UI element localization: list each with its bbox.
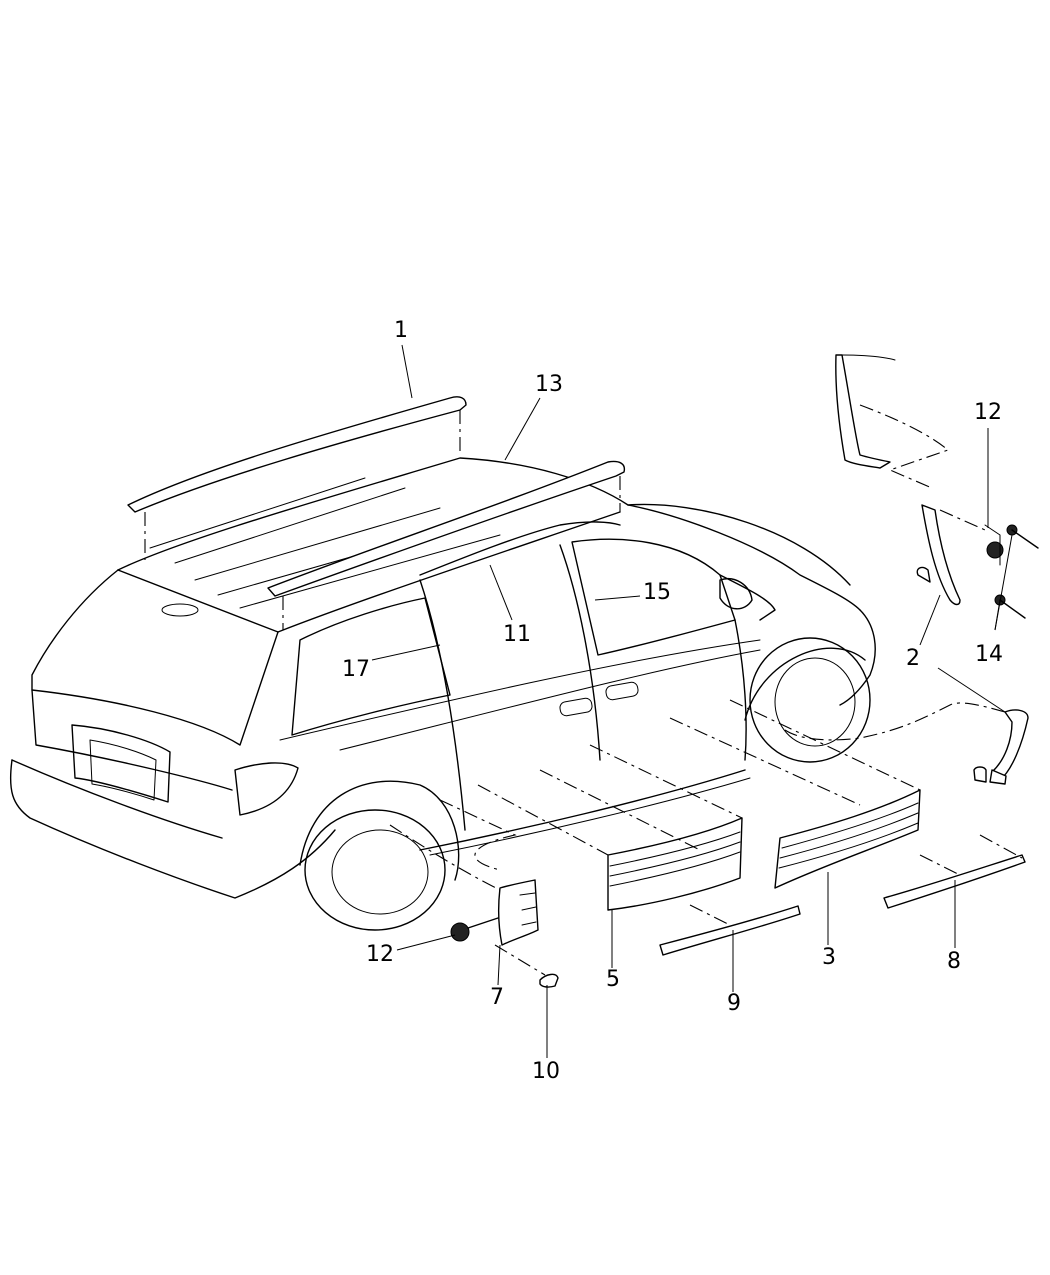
callout-12-top: 12 bbox=[974, 400, 1002, 425]
part-3-front-door-molding bbox=[669, 699, 921, 889]
callout-9: 9 bbox=[727, 991, 741, 1016]
part-9-lower-molding-slider bbox=[659, 904, 801, 956]
callout-1: 1 bbox=[394, 318, 408, 343]
callout-12-bottom: 12 bbox=[366, 942, 394, 967]
callout-10: 10 bbox=[532, 1059, 560, 1084]
part-1-roof-rail-rear bbox=[127, 396, 467, 560]
callout-11: 11 bbox=[503, 622, 531, 647]
callout-2: 2 bbox=[906, 646, 920, 671]
part-11-door-weatherstrip bbox=[419, 521, 621, 576]
minivan-body bbox=[9, 457, 876, 931]
part-12-clip-bottom bbox=[450, 917, 499, 942]
part-5-sliding-door-molding bbox=[477, 744, 743, 911]
callout-5: 5 bbox=[606, 967, 620, 992]
callout-labels: 1 13 12 15 11 17 2 14 12 7 10 5 9 3 8 bbox=[342, 318, 1003, 1084]
part-10-end-cap bbox=[494, 944, 559, 988]
part-13-roof-rail-front bbox=[267, 460, 626, 630]
part-2-wheel-flare-rear bbox=[784, 702, 1029, 785]
callout-15: 15 bbox=[643, 580, 671, 605]
part-2-wheel-flare-inset bbox=[835, 354, 986, 606]
part-7-quarter-molding bbox=[389, 799, 539, 946]
callout-7: 7 bbox=[490, 985, 504, 1010]
callout-17: 17 bbox=[342, 657, 370, 682]
callout-13: 13 bbox=[535, 372, 563, 397]
part-14-screws bbox=[994, 524, 1039, 619]
callout-3: 3 bbox=[822, 945, 836, 970]
leader-lines bbox=[371, 344, 1013, 1058]
callout-14: 14 bbox=[975, 642, 1003, 667]
callout-8: 8 bbox=[947, 949, 961, 974]
part-12-clip-top bbox=[984, 524, 1004, 566]
